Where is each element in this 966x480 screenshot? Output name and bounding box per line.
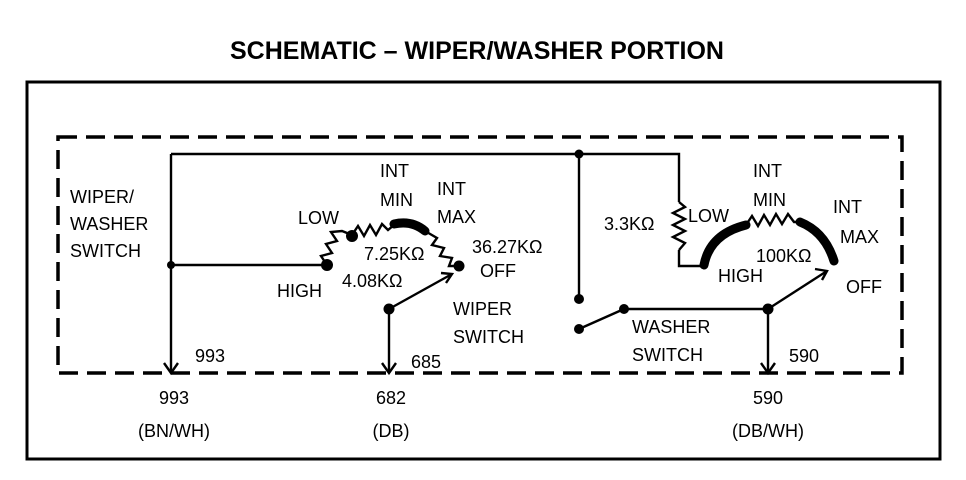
wiper-lever-arrow xyxy=(440,271,455,284)
left-int-band xyxy=(389,218,430,236)
right-lever-arrow xyxy=(814,267,829,281)
right-high-arc xyxy=(699,220,751,270)
left-int-min-line1: INT xyxy=(380,161,409,181)
right-int-band xyxy=(795,217,839,266)
wire-3k3-to-high xyxy=(677,250,703,268)
top-bus-wire xyxy=(171,152,681,202)
left-resistor-7-25k xyxy=(351,222,395,239)
left-res-4-08k-label: 4.08KΩ xyxy=(342,271,403,291)
arrow-685 xyxy=(381,362,397,376)
inner-pin-685: 685 xyxy=(411,352,441,372)
wiper-switch-label-line2: SWITCH xyxy=(453,327,524,347)
schematic-title: SCHEMATIC – WIPER/WASHER PORTION xyxy=(230,37,724,65)
washer-contact-lower xyxy=(574,324,584,334)
right-res-100k-label: 100KΩ xyxy=(756,246,812,266)
wiring xyxy=(163,152,829,376)
inner-pin-590: 590 xyxy=(789,346,819,366)
right-low-label: LOW xyxy=(688,206,729,226)
label-line: WASHER xyxy=(70,214,148,234)
arrow-590 xyxy=(760,362,776,376)
label-line: SWITCH xyxy=(70,241,141,261)
wiper-washer-switch-label: WIPER/ WASHER SWITCH xyxy=(70,187,148,261)
switch-boundary-dashed xyxy=(56,135,904,375)
right-off-label: OFF xyxy=(846,277,882,297)
washer-switch-blade xyxy=(578,307,625,331)
arrow-993 xyxy=(163,362,179,376)
left-high-label: HIGH xyxy=(277,281,322,301)
left-int-min-line2: MIN xyxy=(380,190,413,210)
right-int-max-line2: MAX xyxy=(840,227,879,247)
outer-frame xyxy=(25,80,942,461)
connector-circuit-590: 590 xyxy=(753,388,783,408)
left-res-36-27k-label: 36.27KΩ xyxy=(472,237,543,257)
washer-switch-label-line1: WASHER xyxy=(632,317,710,337)
connector-circuit-682: 682 xyxy=(376,388,406,408)
left-int-max-line2: MAX xyxy=(437,207,476,227)
inner-pin-993: 993 xyxy=(195,346,225,366)
washer-switch-label-line2: SWITCH xyxy=(632,345,703,365)
washer-contact-upper xyxy=(574,294,584,304)
connector-color-682: (DB) xyxy=(373,421,410,441)
node-590 xyxy=(762,303,774,315)
right-int-max-line1: INT xyxy=(833,197,862,217)
contact-low-left xyxy=(346,230,358,242)
connector-circuit-993: 993 xyxy=(159,388,189,408)
wiper-switch-pole xyxy=(383,303,395,315)
contact-off-left xyxy=(453,260,465,272)
wiper-switch-lever xyxy=(388,272,453,311)
left-int-max-line1: INT xyxy=(437,179,466,199)
right-switch-lever xyxy=(767,269,828,311)
right-int-min-line2: MIN xyxy=(753,190,786,210)
res-3-3k-label: 3.3KΩ xyxy=(604,214,654,234)
contact-high-left xyxy=(321,259,333,271)
right-int-min-line1: INT xyxy=(753,161,782,181)
left-resistor-36-27k xyxy=(424,229,458,268)
right-high-label: HIGH xyxy=(718,266,763,286)
connector-color-993: (BN/WH) xyxy=(138,421,210,441)
left-resistor-4-08k xyxy=(319,229,353,266)
node-top-left xyxy=(167,261,175,269)
right-resistor-100k xyxy=(745,211,800,229)
left-low-label: LOW xyxy=(298,208,339,228)
washer-contact-right xyxy=(619,304,629,314)
connector-color-590: (DB/WH) xyxy=(732,421,804,441)
left-res-7-25k-label: 7.25KΩ xyxy=(364,244,425,264)
resistor-3-3k xyxy=(670,201,688,251)
label-line: WIPER/ xyxy=(70,187,134,207)
wiper-switch-label-line1: WIPER xyxy=(453,299,512,319)
left-off-label: OFF xyxy=(480,261,516,281)
node-top-bus xyxy=(574,149,584,159)
nodes xyxy=(167,149,774,334)
